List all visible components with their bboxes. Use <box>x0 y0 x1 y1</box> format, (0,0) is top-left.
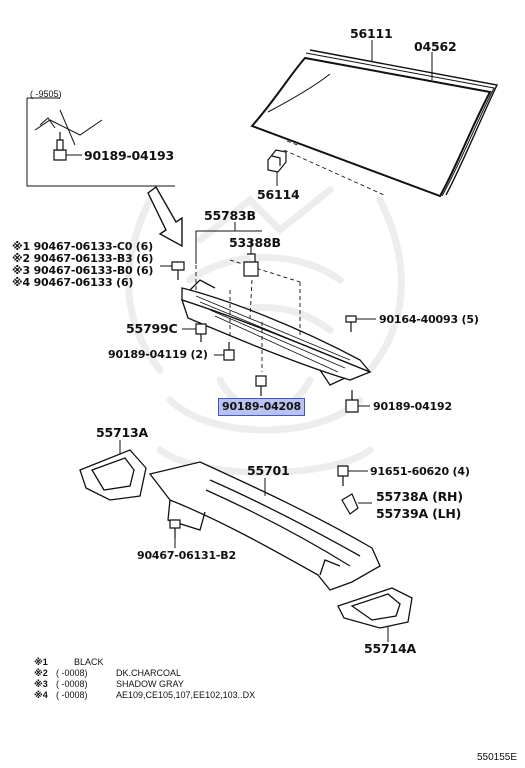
note-3: ※3 ( -0008) SHADOW GRAY <box>34 679 255 690</box>
note-1: ※1 BLACK <box>34 657 255 668</box>
label-55799C[interactable]: 55799C <box>126 321 178 336</box>
label-90467-06133[interactable]: ※4 90467-06133 (6) <box>12 276 134 289</box>
label-55714A[interactable]: 55714A <box>364 641 416 656</box>
note-2-text: DK.CHARCOAL <box>116 668 182 678</box>
bolt-91651-60620[interactable] <box>337 465 349 486</box>
note-4-text: AE109,CE105,107,EE102,103..DX <box>116 690 256 700</box>
note-2-symbol: ※2 <box>34 668 48 678</box>
bracket-55738A[interactable] <box>341 493 359 515</box>
label-56114[interactable]: 56114 <box>257 187 300 202</box>
note-4: ※4 ( -0008) AE109,CE105,107,EE102,103..DX <box>34 690 255 701</box>
label-55713A[interactable]: 55713A <box>96 425 148 440</box>
label-90467-06133-C0[interactable]: ※1 90467-06133-C0 (6) <box>12 240 153 253</box>
screw-90467-06133[interactable] <box>171 261 185 280</box>
inset-box <box>26 97 175 187</box>
inset-range: ( -9505) <box>30 89 62 99</box>
screw-90467-06131-B2[interactable] <box>169 519 181 538</box>
clip-53388B[interactable] <box>243 253 259 277</box>
clip-90189-04192[interactable] <box>345 390 359 413</box>
screw-90164-40093[interactable] <box>345 315 357 332</box>
label-91651-60620[interactable]: 91651-60620 (4) <box>370 465 470 478</box>
clip-90189-04193[interactable] <box>53 132 67 161</box>
clip-90189-04119[interactable] <box>223 342 235 361</box>
label-55739A[interactable]: 55739A (LH) <box>376 506 462 521</box>
label-55738A[interactable]: 55738A (RH) <box>376 489 463 504</box>
label-90467-06131-B2[interactable]: 90467-06131-B2 <box>137 549 236 562</box>
label-90164-40093[interactable]: 90164-40093 (5) <box>379 313 479 326</box>
label-90189-04193[interactable]: 90189-04193 <box>84 148 174 163</box>
note-1-symbol: ※1 <box>34 657 48 667</box>
label-90467-06133-B0[interactable]: ※3 90467-06133-B0 (6) <box>12 264 154 277</box>
clip-55799C[interactable] <box>195 323 207 342</box>
windshield-glass[interactable] <box>250 49 499 198</box>
cowl-side-55714A[interactable] <box>337 587 413 629</box>
note-3-text: SHADOW GRAY <box>116 679 184 689</box>
label-04562[interactable]: 04562 <box>414 39 457 54</box>
cowl-panel-55701[interactable] <box>148 461 381 591</box>
cowl-side-55713A[interactable] <box>79 449 147 501</box>
note-4-symbol: ※4 <box>34 690 48 700</box>
cowl-louver[interactable] <box>180 279 372 386</box>
note-2-range: ( -0008) <box>56 668 88 678</box>
notes-legend: ※1 BLACK ※2 ( -0008) DK.CHARCOAL ※3 ( -0008)… <box>34 657 255 701</box>
label-55783B[interactable]: 55783B <box>204 208 256 223</box>
label-90189-04192[interactable]: 90189-04192 <box>373 400 452 413</box>
clip-56114[interactable] <box>267 149 287 173</box>
direction-arrow <box>147 185 183 248</box>
diagram-code: 550155E <box>477 752 518 763</box>
label-55701[interactable]: 55701 <box>247 463 290 478</box>
label-56111[interactable]: 56111 <box>350 26 393 41</box>
note-2: ※2 ( -0008) DK.CHARCOAL <box>34 668 255 679</box>
label-90189-04119[interactable]: 90189-04119 (2) <box>108 348 208 361</box>
note-4-range: ( -0008) <box>56 690 88 700</box>
label-90467-06133-B3[interactable]: ※2 90467-06133-B3 (6) <box>12 252 154 265</box>
note-3-range: ( -0008) <box>56 679 88 689</box>
label-90189-04208[interactable]: 90189-04208 <box>218 398 305 416</box>
clip-90189-04208[interactable] <box>255 375 267 396</box>
note-3-symbol: ※3 <box>34 679 48 689</box>
note-1-text: BLACK <box>74 657 104 667</box>
label-53388B[interactable]: 53388B <box>229 235 281 250</box>
